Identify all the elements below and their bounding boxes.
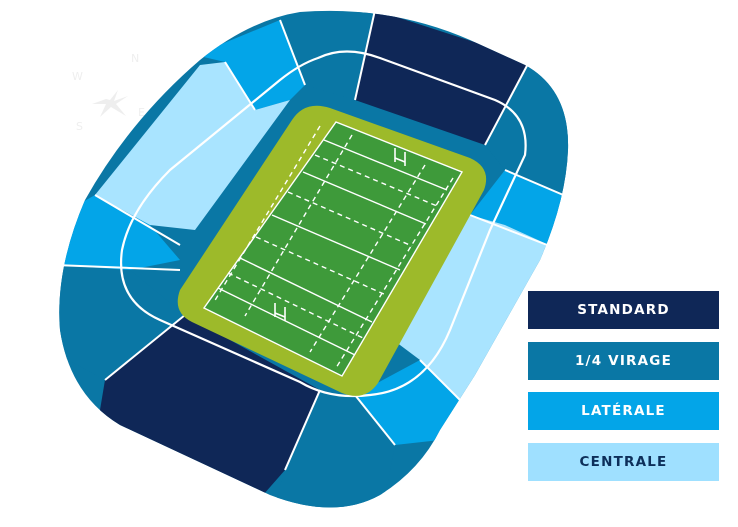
pitch-markings (202, 121, 464, 377)
goal-post-icon-south (274, 303, 286, 321)
legend-standard[interactable]: STANDARD (528, 291, 719, 329)
legend-quarter-virage[interactable]: 1/4 VIRAGE (528, 342, 719, 380)
section-centrale-east[interactable] (380, 215, 560, 400)
section-dividers (54, 9, 576, 471)
section-virage-se[interactable] (270, 390, 395, 520)
section-virage-sw[interactable] (50, 265, 185, 380)
goal-post-icon (394, 148, 406, 166)
compass-north: N (131, 52, 139, 65)
section-laterale-east-bottom[interactable] (355, 360, 460, 445)
compass-south: S (76, 120, 83, 133)
section-laterale-west-top[interactable] (195, 20, 305, 110)
legend-centrale[interactable]: CENTRALE (528, 443, 719, 481)
section-laterale-west-bottom[interactable] (55, 195, 180, 270)
legend-laterale[interactable]: LATÉRALE (528, 392, 719, 430)
section-centrale-west[interactable] (95, 62, 290, 230)
compass-star-icon (92, 90, 128, 117)
compass-east: E (138, 106, 145, 119)
compass-rose: N E S W (72, 52, 145, 133)
concourse-ring (120, 50, 527, 398)
section-laterale-east-top[interactable] (470, 170, 575, 250)
section-standard-north[interactable] (355, 10, 530, 145)
compass-west: W (72, 70, 83, 83)
